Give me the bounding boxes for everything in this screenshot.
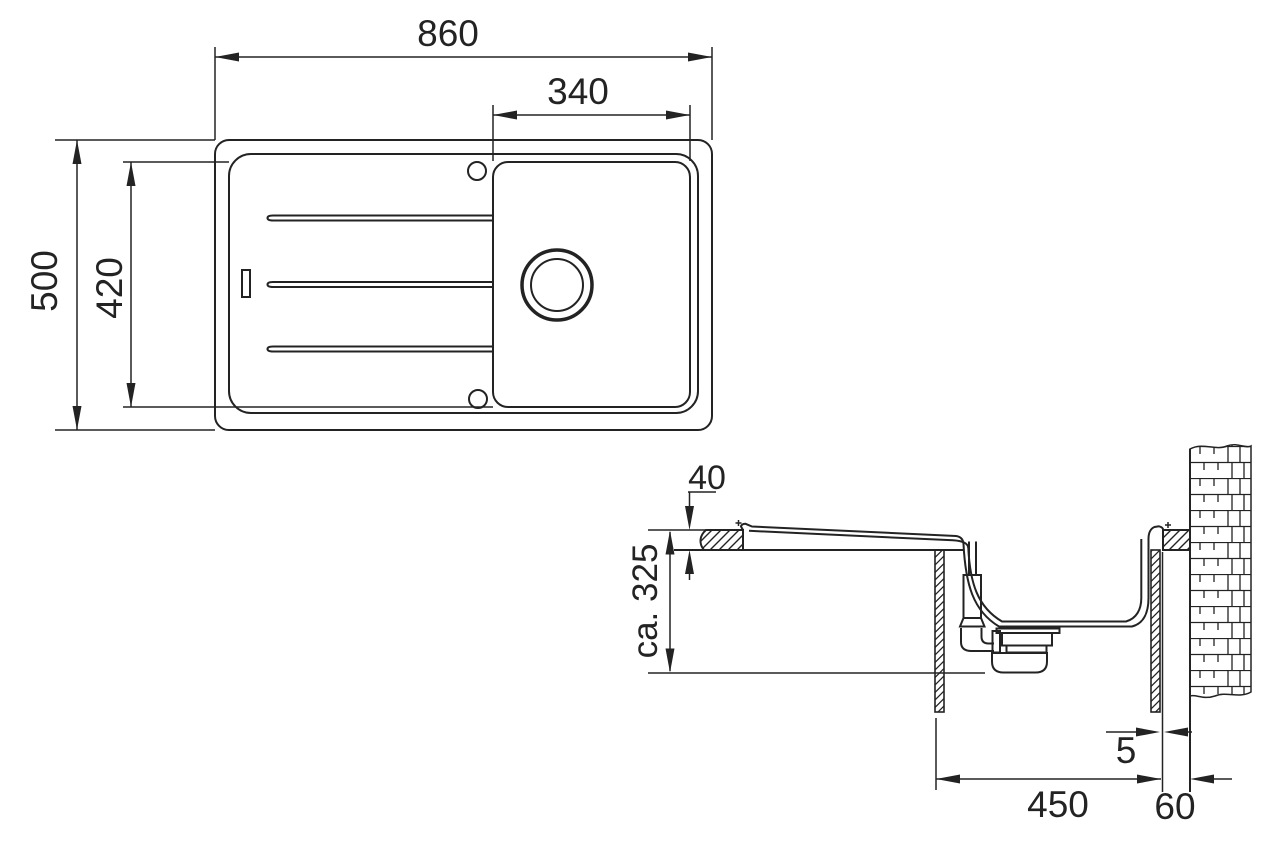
arrowhead-up: [665, 530, 675, 555]
arrowhead-left: [1164, 727, 1188, 737]
rim-reference-tick-right: [1165, 522, 1171, 528]
sink-inner-rim: [228, 153, 699, 414]
dim-label-rear-gap: 5: [1116, 730, 1137, 771]
tap-hole-bottom: [468, 389, 488, 409]
dim-mounting-depth: ca. 325: [626, 530, 985, 674]
countertop-cut-face: [699, 529, 744, 551]
trap-cup: [991, 652, 1048, 674]
arrowhead-up: [685, 550, 694, 574]
arrowhead-bottom: [126, 383, 136, 407]
drainboard-groove: [266, 214, 493, 222]
dim-bowl-depth: 420: [89, 161, 493, 408]
dim-label-countertop-thickness: 40: [688, 459, 726, 497]
wall-break-outline: [1189, 443, 1252, 699]
arrowhead-left: [215, 52, 239, 62]
dim-label-bowl-width: 340: [547, 71, 609, 112]
side-view: 40 ca. 325 450 5: [626, 443, 1252, 827]
countertop-right-section: [1162, 529, 1191, 551]
strainer-body: [1001, 632, 1053, 647]
wall-brick-fill: [1190, 444, 1251, 698]
sink-outer-outline: [214, 139, 713, 431]
cabinet-panel-left: [934, 549, 945, 713]
drainboard-groove: [266, 345, 493, 353]
arrowhead-right: [1136, 727, 1160, 737]
dim-rear-gap: 5: [1106, 727, 1192, 771]
overflow-tube: [968, 541, 977, 575]
sink-inner-profile: [748, 529, 1143, 623]
dim-label-overall-depth: 500: [24, 250, 65, 312]
arrowhead-down: [685, 506, 694, 530]
arrowhead-left: [493, 110, 517, 120]
overflow-pipe: [958, 541, 986, 628]
bowl-outline: [492, 161, 691, 408]
drain-trap-assembly: [960, 627, 1061, 674]
drain-inner-circle: [530, 258, 584, 312]
strainer-connector: [991, 630, 1001, 654]
dim-wall-clearance: 60: [1154, 774, 1232, 827]
dim-label-cabinet-width: 450: [1027, 784, 1089, 825]
countertop-cut-face: [1162, 529, 1191, 551]
cabinet-panel-right: [1150, 549, 1161, 713]
rim-reference-tick-left: [735, 520, 742, 526]
dim-overall-width: 860: [214, 13, 713, 140]
arrowhead-right: [666, 110, 690, 120]
dim-label-wall-clearance: 60: [1154, 786, 1195, 827]
overflow-body: [962, 574, 982, 619]
arrowhead-right: [688, 52, 712, 62]
drainboard-groove: [266, 281, 493, 288]
strainer-lower: [1005, 644, 1048, 654]
drain-outer-circle: [520, 248, 594, 322]
dim-overall-depth: 500: [24, 139, 215, 431]
top-view: 860 340 500 420: [24, 13, 713, 431]
tap-hole-top: [467, 161, 487, 181]
drain-elbow-inner: [980, 628, 994, 645]
dim-label-bowl-depth: 420: [89, 257, 130, 319]
arrowhead-down: [665, 648, 675, 673]
dim-bowl-width: 340: [492, 71, 691, 161]
arrowhead-top: [126, 162, 136, 186]
countertop-left-section: [699, 529, 744, 551]
dim-label-overall-width: 860: [417, 13, 479, 54]
arrowhead-top: [72, 140, 82, 164]
overflow-slot: [241, 269, 251, 298]
arrowhead-right: [1137, 774, 1161, 784]
arrowhead-bottom: [72, 406, 82, 430]
wall-section: [1189, 443, 1252, 792]
overflow-flare: [958, 617, 986, 628]
sink-section-profile: [735, 520, 1171, 628]
dim-label-mounting-depth: ca. 325: [626, 544, 665, 659]
drain-elbow-outer: [960, 628, 994, 652]
sink-outer-profile: [739, 522, 1165, 628]
dim-cabinet-width: 450: [935, 718, 1161, 825]
arrowhead-left: [1190, 774, 1214, 784]
dim-countertop-thickness: 40: [685, 459, 726, 580]
arrowhead-left: [936, 774, 960, 784]
